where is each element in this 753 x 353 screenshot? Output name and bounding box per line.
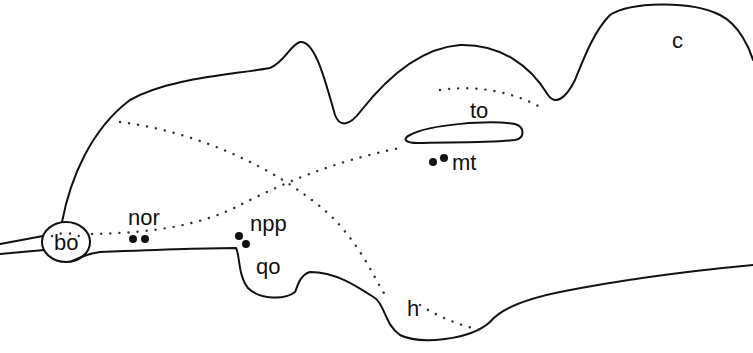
nucleus-dot	[440, 154, 448, 162]
structure-label: h	[407, 298, 419, 320]
brain-ventral-contour	[72, 248, 753, 340]
nucleus-dot	[242, 240, 250, 248]
nucleus-dot	[429, 158, 437, 166]
nucleus-dot	[141, 235, 149, 243]
nucleus-dot	[235, 232, 243, 240]
brain-dorsal-contour	[62, 4, 753, 222]
structure-label: npp	[250, 213, 287, 235]
fibre-tract	[120, 122, 385, 295]
structure-label: c	[672, 30, 683, 52]
fibre-tract	[420, 305, 480, 330]
nucleus-dot	[129, 235, 137, 243]
nerve	[0, 250, 44, 254]
ventricle	[406, 122, 523, 143]
fibre-tract	[92, 148, 400, 234]
structure-label: bo	[54, 232, 78, 254]
structure-label: mt	[452, 152, 476, 174]
structure-label: nor	[128, 207, 160, 229]
nerve	[0, 236, 43, 244]
fibre-tract	[440, 88, 545, 110]
structure-label: to	[470, 100, 488, 122]
structure-label: qo	[256, 256, 280, 278]
